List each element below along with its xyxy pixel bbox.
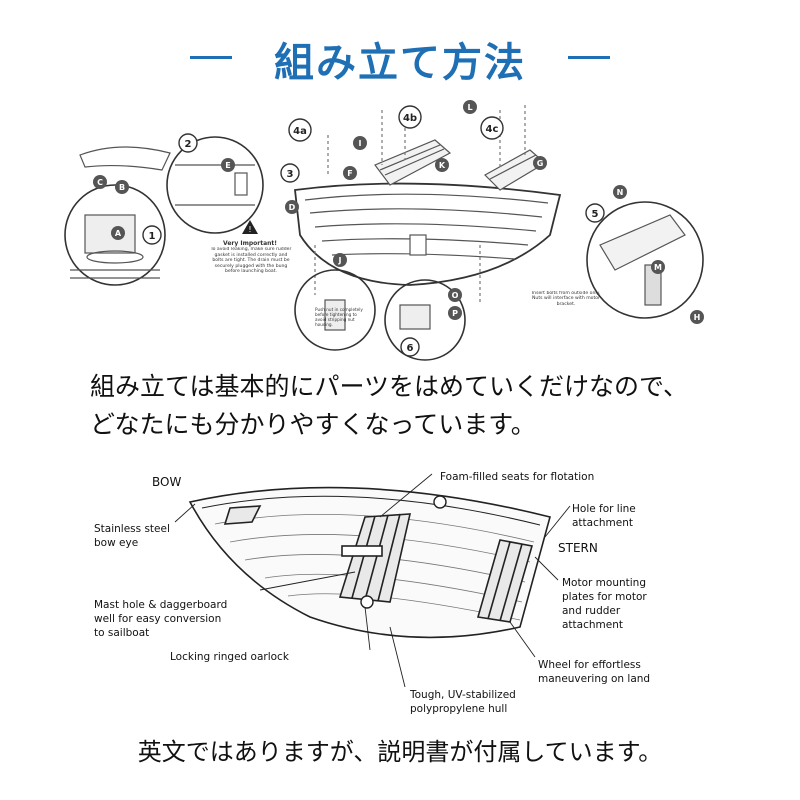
part-b-label: B	[119, 183, 125, 192]
seat-4c	[484, 149, 547, 191]
label-hole-2: attachment	[572, 517, 633, 529]
part-f-label: F	[347, 169, 352, 178]
part-e-label: E	[225, 161, 230, 170]
footer-note: 英文ではありますが、説明書が付属しています。	[137, 738, 663, 766]
part-g-label: G	[537, 159, 544, 168]
important-title: Very Important!	[223, 240, 277, 247]
oarlock-top	[433, 495, 447, 509]
caption-line-1: 組み立ては基本的にパーツをはめていくだけなので、	[90, 372, 689, 401]
title-rule-right	[568, 56, 610, 59]
assembly-diagram: 1 2 3 4a 4b 4c 5 6 A B C D E F G H I J K…	[64, 100, 704, 361]
step-6-detail	[384, 279, 466, 361]
label-mast-2: well for easy conversion	[94, 613, 221, 625]
boat-seat-bow	[223, 505, 262, 525]
part-a-label: A	[115, 229, 122, 238]
label-mast-3: to sailboat	[94, 627, 149, 639]
part-c-label: C	[97, 178, 103, 187]
part-p-label: P	[452, 309, 458, 318]
part-d-label: D	[289, 203, 296, 212]
label-bow-eye-1: Stainless steel	[94, 523, 170, 535]
label-hull-2: polypropylene hull	[410, 703, 507, 715]
bow-label: BOW	[152, 475, 181, 489]
step-3-number: 3	[287, 169, 294, 180]
part-k-label: K	[439, 161, 446, 170]
important-note: To avoid leaking, make sure rudder gaske…	[210, 247, 292, 275]
svg-text:!: !	[248, 225, 251, 234]
nut-note: Push nut in completely before tightening…	[315, 307, 363, 327]
label-hole-1: Hole for line	[572, 503, 636, 515]
step-4a-number: 4a	[293, 126, 307, 137]
part-n-label: N	[617, 188, 624, 197]
oarlock-bottom	[360, 595, 374, 609]
step-4c-number: 4c	[486, 124, 499, 135]
step-2-number: 2	[185, 139, 192, 150]
label-bow-eye-2: bow eye	[94, 537, 138, 549]
step-5-detail	[586, 201, 704, 319]
label-hull-1: Tough, UV-stabilized	[409, 689, 516, 701]
stern-label: STERN	[558, 541, 598, 555]
page-title: 組み立て方法	[274, 40, 526, 86]
label-oarlock: Locking ringed oarlock	[170, 651, 290, 663]
boat-feature-diagram: BOW STERN Stainless steel bow eye Foam-f…	[94, 471, 650, 715]
part-i-label: I	[359, 139, 362, 148]
step-4b-number: 4b	[403, 113, 417, 124]
label-motor-3: and rudder	[562, 605, 621, 617]
step-2-detail	[166, 136, 264, 234]
header: 組み立て方法	[0, 28, 800, 88]
step-6-number: 6	[407, 343, 414, 354]
label-motor-2: plates for motor	[562, 591, 647, 603]
label-seats: Foam-filled seats for flotation	[440, 471, 594, 483]
hull-outline	[294, 182, 562, 286]
part-l-label: L	[467, 103, 472, 112]
caption-line-2: どなたにも分かりやすくなっています。	[90, 410, 536, 439]
caption: 組み立ては基本的にパーツをはめていくだけなので、 どなたにも分かりやすくなってい…	[90, 368, 730, 444]
part-j-label: J	[338, 256, 342, 265]
part-m-label: M	[654, 263, 662, 272]
label-wheel-1: Wheel for effortless	[538, 659, 641, 671]
step-1-detail	[64, 184, 166, 286]
part-h-label: H	[694, 313, 701, 322]
bolt-note: Insert bolts from outside only. Nuts wil…	[531, 291, 601, 307]
title-rule-left	[190, 56, 232, 59]
label-motor-1: Motor mounting	[562, 577, 646, 589]
label-wheel-2: maneuvering on land	[538, 673, 650, 685]
warning-icon	[242, 220, 258, 234]
step-1-number: 1	[149, 231, 156, 242]
label-motor-4: attachment	[562, 619, 623, 631]
part-o-label: O	[452, 291, 459, 300]
label-mast-1: Mast hole & daggerboard	[94, 599, 227, 611]
step-5-number: 5	[592, 209, 599, 220]
